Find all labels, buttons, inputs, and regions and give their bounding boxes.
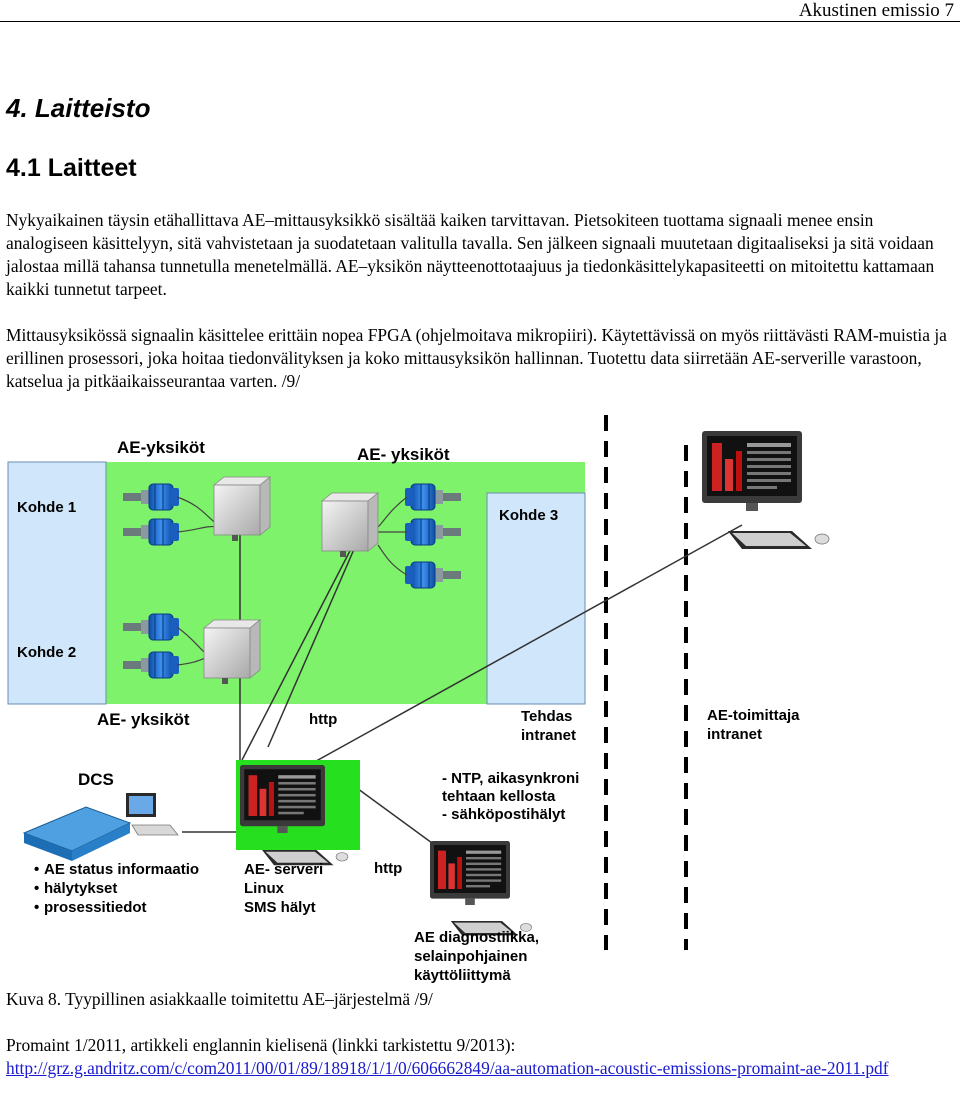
ae-units-label-top-right: AE- yksiköt xyxy=(357,445,450,464)
ntp-label-2: tehtaan kellosta xyxy=(442,788,556,805)
dcs-equipment xyxy=(22,793,179,861)
chapter-heading: 4. Laitteisto xyxy=(6,93,151,123)
supplier-intranet-label-1: AE-toimittaja xyxy=(707,707,800,724)
dcs-bullet-2: hälytykset xyxy=(44,880,117,897)
server-label-3: SMS hälyt xyxy=(244,899,316,916)
factory-intranet-label-1: Tehdas xyxy=(521,708,572,725)
ae-unit-box xyxy=(203,619,261,685)
diagnostics-label-2: selainpohjainen xyxy=(414,948,527,965)
page-label: Akustinen emissio 7 xyxy=(798,0,954,21)
http-label-top: http xyxy=(309,711,337,728)
dcs-bullet-1: AE status informaatio xyxy=(44,861,199,878)
dcs-bullet-marker: • xyxy=(34,861,39,878)
dcs-bullet-3: prosessitiedot xyxy=(44,899,147,916)
server-label-2: Linux xyxy=(244,880,285,897)
target-box-left xyxy=(7,461,107,705)
page-header: Akustinen emissio 7 xyxy=(0,0,960,22)
ntp-label-1: - NTP, aikasynkroni xyxy=(442,770,579,787)
dcs-bullet-marker: • xyxy=(34,880,39,897)
target-box-right xyxy=(486,492,586,705)
supplier-monitor xyxy=(701,430,830,550)
dcs-bullet-marker: • xyxy=(34,899,39,916)
factory-intranet-label-2: intranet xyxy=(521,727,576,744)
ae-unit-box xyxy=(213,476,271,542)
ae-units-label-top-left: AE-yksiköt xyxy=(117,438,205,457)
dcs-label: DCS xyxy=(78,770,114,789)
paragraph-2: Mittausyksikössä signaalin käsittelee er… xyxy=(6,325,947,391)
source-link[interactable]: http://grz.g.andritz.com/c/com2011/00/01… xyxy=(6,1058,889,1078)
kohde3-label: Kohde 3 xyxy=(499,507,558,524)
ae-units-label-bottom: AE- yksiköt xyxy=(97,710,190,729)
figure-caption: Kuva 8. Tyypillinen asiakkaalle toimitet… xyxy=(6,989,433,1009)
server-label-1: AE- serveri xyxy=(244,861,323,878)
section-heading: 4.1 Laitteet xyxy=(6,154,137,182)
diagnostics-monitor xyxy=(429,840,532,936)
network-line-center xyxy=(241,544,354,761)
http-label-mid: http xyxy=(374,860,402,877)
paragraph-1: Nykyaikainen täysin etähallittava AE–mit… xyxy=(6,210,935,299)
source-text: Promaint 1/2011, artikkeli englannin kie… xyxy=(6,1035,516,1055)
diagnostics-label-1: AE diagnostiikka, xyxy=(414,929,539,946)
network-line-supplier xyxy=(299,524,743,771)
supplier-intranet-label-2: intranet xyxy=(707,726,762,743)
ae-system-diagram: AE-yksiköt AE- yksiköt Kohde 1 Kohde 2 K… xyxy=(7,415,830,984)
diagnostics-label-3: käyttöliittymä xyxy=(414,967,511,984)
ntp-label-3: - sähköpostihälyt xyxy=(442,806,565,823)
kohde2-label: Kohde 2 xyxy=(17,644,76,661)
kohde1-label: Kohde 1 xyxy=(17,499,76,516)
ae-unit-box xyxy=(321,492,379,558)
source-block: Promaint 1/2011, artikkeli englannin kie… xyxy=(6,1034,956,1080)
network-line-diagnostics xyxy=(349,782,433,844)
